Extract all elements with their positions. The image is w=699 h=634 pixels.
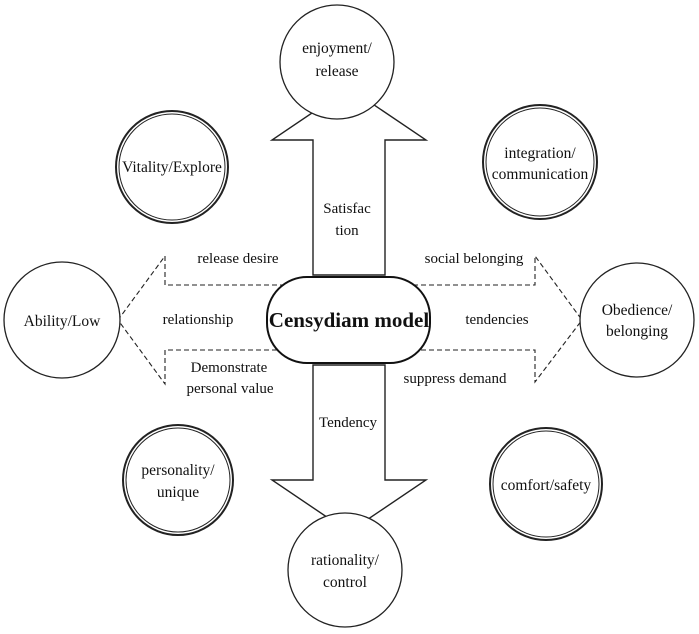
node-top-left-label: Vitality/Explore <box>122 159 222 176</box>
right-arrow-upper-edge <box>413 254 583 321</box>
left-middle-label: relationship <box>163 312 234 328</box>
node-top-label-2: release <box>315 63 358 80</box>
up-arrow <box>269 87 429 276</box>
node-right-label-2: belonging <box>606 323 668 340</box>
left-top-label: release desire <box>197 251 279 267</box>
left-arrow-upper-edge <box>117 254 285 321</box>
node-bottom-right-label: comfort/safety <box>501 477 592 494</box>
right-top-label: social belonging <box>425 251 524 267</box>
left-bottom-label-1: Demonstrate <box>191 360 268 376</box>
node-top-right-inner <box>485 107 595 217</box>
node-left <box>3 261 121 379</box>
node-bottom-left-inner <box>125 427 231 533</box>
center-capsule <box>266 276 431 364</box>
right-middle-label: tendencies <box>465 312 528 328</box>
right-arrow-lower-edge <box>413 319 583 384</box>
node-bottom <box>287 512 403 628</box>
down-arrow <box>269 364 429 533</box>
up-arrow-label-1: Satisfac <box>323 201 371 217</box>
right-bottom-label: suppress demand <box>404 371 507 387</box>
left-arrow-lower-edge <box>117 319 285 386</box>
node-bottom-right <box>489 427 603 541</box>
node-top-left-inner <box>118 113 226 221</box>
node-bottom-right-inner <box>492 430 600 538</box>
node-bottom-label-1: rationality/ <box>311 552 380 569</box>
node-right <box>579 262 695 378</box>
node-right-label-1: Obedience/ <box>602 302 673 319</box>
center-label: Censydiam model <box>269 308 430 332</box>
node-left-label: Ability/Low <box>24 313 101 330</box>
node-top-left <box>115 110 229 224</box>
node-bottom-left <box>122 424 234 536</box>
node-top <box>279 4 395 120</box>
node-top-right <box>482 104 598 220</box>
node-bottom-left-label-2: unique <box>157 484 199 501</box>
down-arrow-label: Tendency <box>319 415 378 431</box>
node-top-right-label-2: communication <box>492 166 589 183</box>
left-bottom-label-2: personal value <box>186 381 273 397</box>
up-arrow-label-2: tion <box>335 223 359 239</box>
node-bottom-left-label-1: personality/ <box>141 462 215 479</box>
node-top-label-1: enjoyment/ <box>302 40 372 57</box>
node-bottom-label-2: control <box>323 574 367 591</box>
node-top-right-label-1: integration/ <box>504 145 576 162</box>
